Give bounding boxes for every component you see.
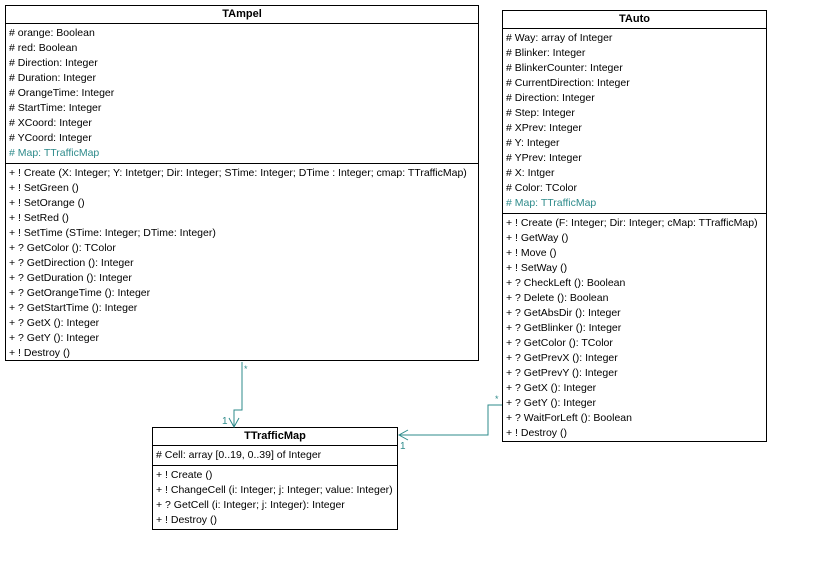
attribute: # red: Boolean xyxy=(9,42,78,54)
attribute: # orange: Boolean xyxy=(9,27,95,39)
class-name: TTrafficMap xyxy=(153,428,397,446)
attribute: # X: Intger xyxy=(506,167,555,179)
operation: + ? GetPrevY (): Integer xyxy=(506,367,618,379)
operation: + ? GetColor (): TColor xyxy=(9,242,116,254)
operation: + ? GetOrangeTime (): Integer xyxy=(9,287,151,299)
source-multiplicity: * xyxy=(244,364,248,374)
operation: + ? GetDuration (): Integer xyxy=(9,272,132,284)
attribute: # BlinkerCounter: Integer xyxy=(506,62,623,74)
operation: + ? GetBlinker (): Integer xyxy=(506,322,622,334)
attribute: # XCoord: Integer xyxy=(9,117,92,129)
attribute: # Duration: Integer xyxy=(9,72,96,84)
attribute: # Step: Integer xyxy=(506,107,575,119)
operation: + ! SetOrange () xyxy=(9,197,85,209)
operation: + ? GetX (): Integer xyxy=(9,317,100,329)
operation: + ! GetWay () xyxy=(506,232,569,244)
association-attribute: # Map: TTrafficMap xyxy=(9,147,100,159)
operation: + ? GetStartTime (): Integer xyxy=(9,302,138,314)
operation: + ? GetY (): Integer xyxy=(9,332,99,344)
attributes-section: # Way: array of Integer # Blinker: Integ… xyxy=(503,29,766,214)
operation: + ! Destroy () xyxy=(506,427,567,439)
source-multiplicity: * xyxy=(495,394,499,404)
operation: + ! SetTime (STime: Integer; DTime: Inte… xyxy=(9,227,216,239)
target-multiplicity: 1 xyxy=(222,416,228,427)
class-tauto[interactable]: TAuto # Way: array of Integer # Blinker:… xyxy=(502,10,767,442)
association-tampel-ttrafficmap[interactable] xyxy=(228,362,243,429)
attributes-section: # Cell: array [0..19, 0..39] of Integer xyxy=(153,446,397,466)
operation: + ? WaitForLeft (): Boolean xyxy=(506,412,632,424)
attribute: # Direction: Integer xyxy=(9,57,98,69)
operations-section: + ! Create (F: Integer; Dir: Integer; cM… xyxy=(503,214,766,443)
navigability-arrow-icon xyxy=(228,417,240,429)
association-attribute: # Map: TTrafficMap xyxy=(506,197,597,209)
operation: + ! Create (F: Integer; Dir: Integer; cM… xyxy=(506,217,758,229)
operation: + ? GetY (): Integer xyxy=(506,397,596,409)
operation: + ! ChangeCell (i: Integer; j: Integer; … xyxy=(156,484,393,496)
class-name: TAuto xyxy=(503,11,766,29)
operation: + ! SetRed () xyxy=(9,212,69,224)
navigability-arrow-icon xyxy=(397,429,409,441)
operation: + ? CheckLeft (): Boolean xyxy=(506,277,626,289)
attribute: # OrangeTime: Integer xyxy=(9,87,115,99)
attribute: # YPrev: Integer xyxy=(506,152,582,164)
operation: + ? GetCell (i: Integer; j: Integer): In… xyxy=(156,499,345,511)
operation: + ! Create () xyxy=(156,469,213,481)
attribute: # Color: TColor xyxy=(506,182,577,194)
attribute: # Direction: Integer xyxy=(506,92,595,104)
operations-section: + ! Create () + ! ChangeCell (i: Integer… xyxy=(153,466,397,530)
operations-section: + ! Create (X: Integer; Y: Intetger; Dir… xyxy=(6,164,478,363)
operation: + ? GetColor (): TColor xyxy=(506,337,613,349)
operation: + ! SetGreen () xyxy=(9,182,79,194)
operation: + ! Destroy () xyxy=(156,514,217,526)
operation: + ! Create (X: Integer; Y: Intetger; Dir… xyxy=(9,167,467,179)
operation: + ! Destroy () xyxy=(9,347,70,359)
attribute: # Way: array of Integer xyxy=(506,32,613,44)
operation: + ? GetPrevX (): Integer xyxy=(506,352,618,364)
target-multiplicity: 1 xyxy=(400,441,406,452)
attribute: # CurrentDirection: Integer xyxy=(506,77,630,89)
operation: + ? GetDirection (): Integer xyxy=(9,257,134,269)
class-name: TAmpel xyxy=(6,6,478,24)
attribute: # Cell: array [0..19, 0..39] of Integer xyxy=(156,449,322,461)
operation: + ? GetAbsDir (): Integer xyxy=(506,307,621,319)
association-tauto-ttrafficmap[interactable] xyxy=(397,404,502,441)
attribute: # StartTime: Integer xyxy=(9,102,102,114)
class-tampel[interactable]: TAmpel # orange: Boolean # red: Boolean … xyxy=(5,5,479,361)
attributes-section: # orange: Boolean # red: Boolean # Direc… xyxy=(6,24,478,164)
attribute: # Blinker: Integer xyxy=(506,47,586,59)
attribute: # Y: Integer xyxy=(506,137,560,149)
operation: + ? GetX (): Integer xyxy=(506,382,597,394)
class-ttrafficmap[interactable]: TTrafficMap # Cell: array [0..19, 0..39]… xyxy=(152,427,398,530)
attribute: # YCoord: Integer xyxy=(9,132,92,144)
attribute: # XPrev: Integer xyxy=(506,122,582,134)
operation: + ? Delete (): Boolean xyxy=(506,292,609,304)
operation: + ! SetWay () xyxy=(506,262,568,274)
operation: + ! Move () xyxy=(506,247,557,259)
